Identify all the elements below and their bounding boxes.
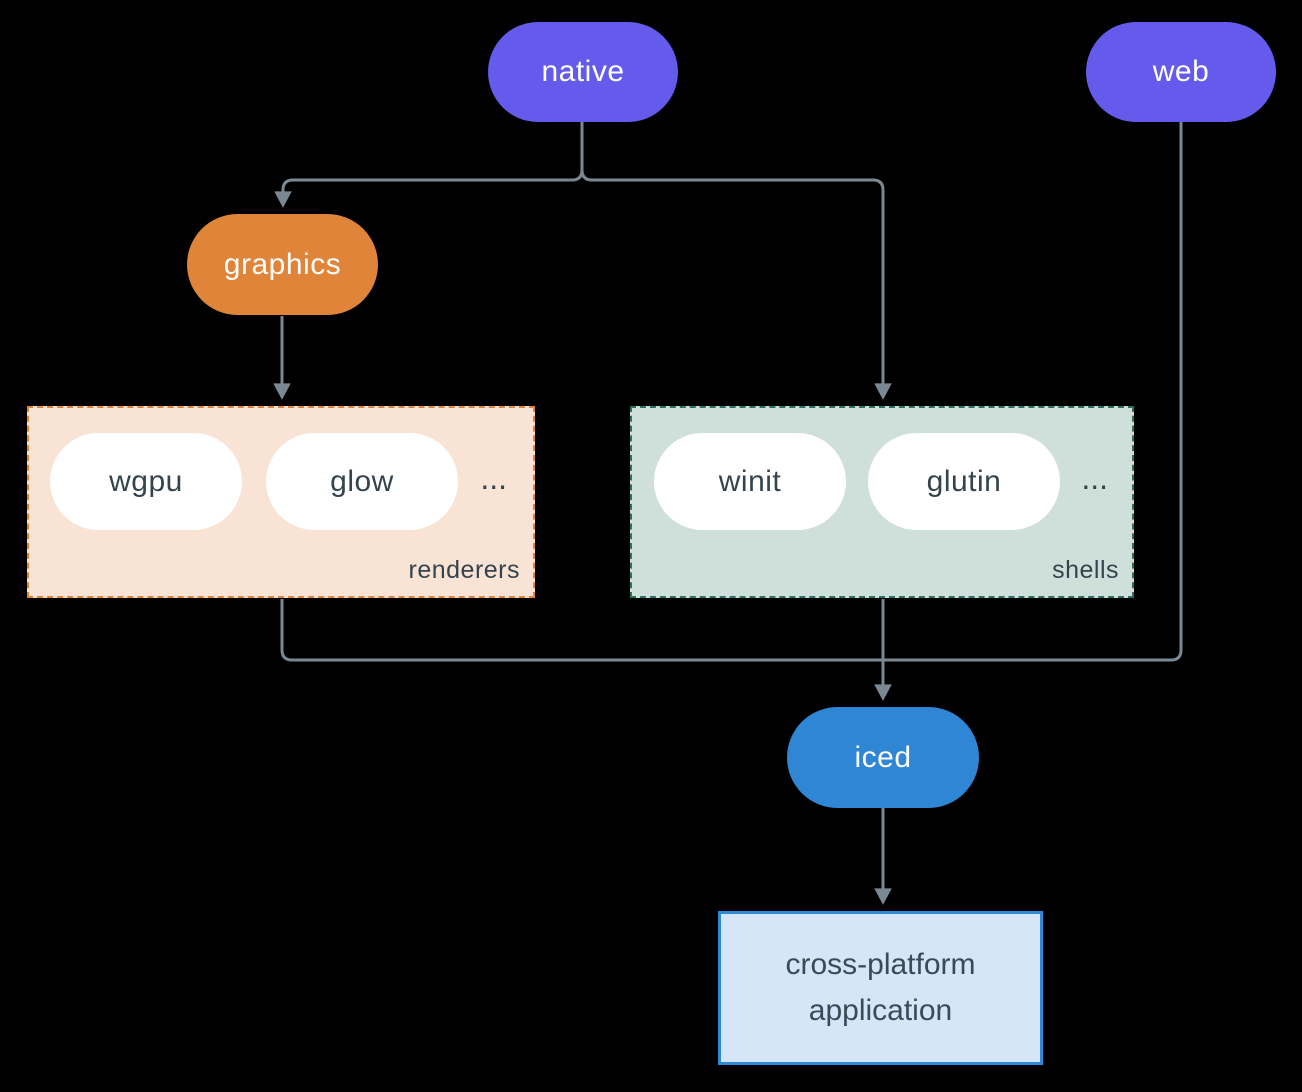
node-graphics-label: graphics [223,247,342,281]
node-graphics: graphics [187,214,378,315]
renderers-ellipsis: ... [480,460,507,496]
node-native-label: native [541,55,625,88]
node-glow-label: glow [330,464,394,498]
node-web: web [1086,22,1276,122]
node-iced-label: iced [854,740,912,774]
group-shells: winit glutin ... shells [630,406,1134,598]
node-wgpu-label: wgpu [109,464,183,498]
node-cross-platform-application-label: cross-platform application [785,948,976,1027]
edge-native-to-shells [580,122,892,400]
shells-ellipsis: ... [1081,460,1108,496]
shells-group-label: shells [1052,556,1119,584]
node-winit: winit [654,433,846,530]
node-cross-platform-application: cross-platform application [718,911,1043,1065]
node-glutin-label: glutin [926,464,1002,498]
renderers-group-label: renderers [408,556,520,584]
node-glow: glow [266,433,458,530]
node-winit-label: winit [718,464,782,498]
group-renderers: wgpu glow ... renderers [27,406,535,598]
node-iced: iced [787,707,979,808]
edge-native-to-graphics [274,122,584,208]
node-web-label: web [1152,55,1210,88]
node-native: native [488,22,678,122]
node-wgpu: wgpu [50,433,242,530]
node-glutin: glutin [868,433,1060,530]
edge-renderers-to-iced [280,599,883,662]
